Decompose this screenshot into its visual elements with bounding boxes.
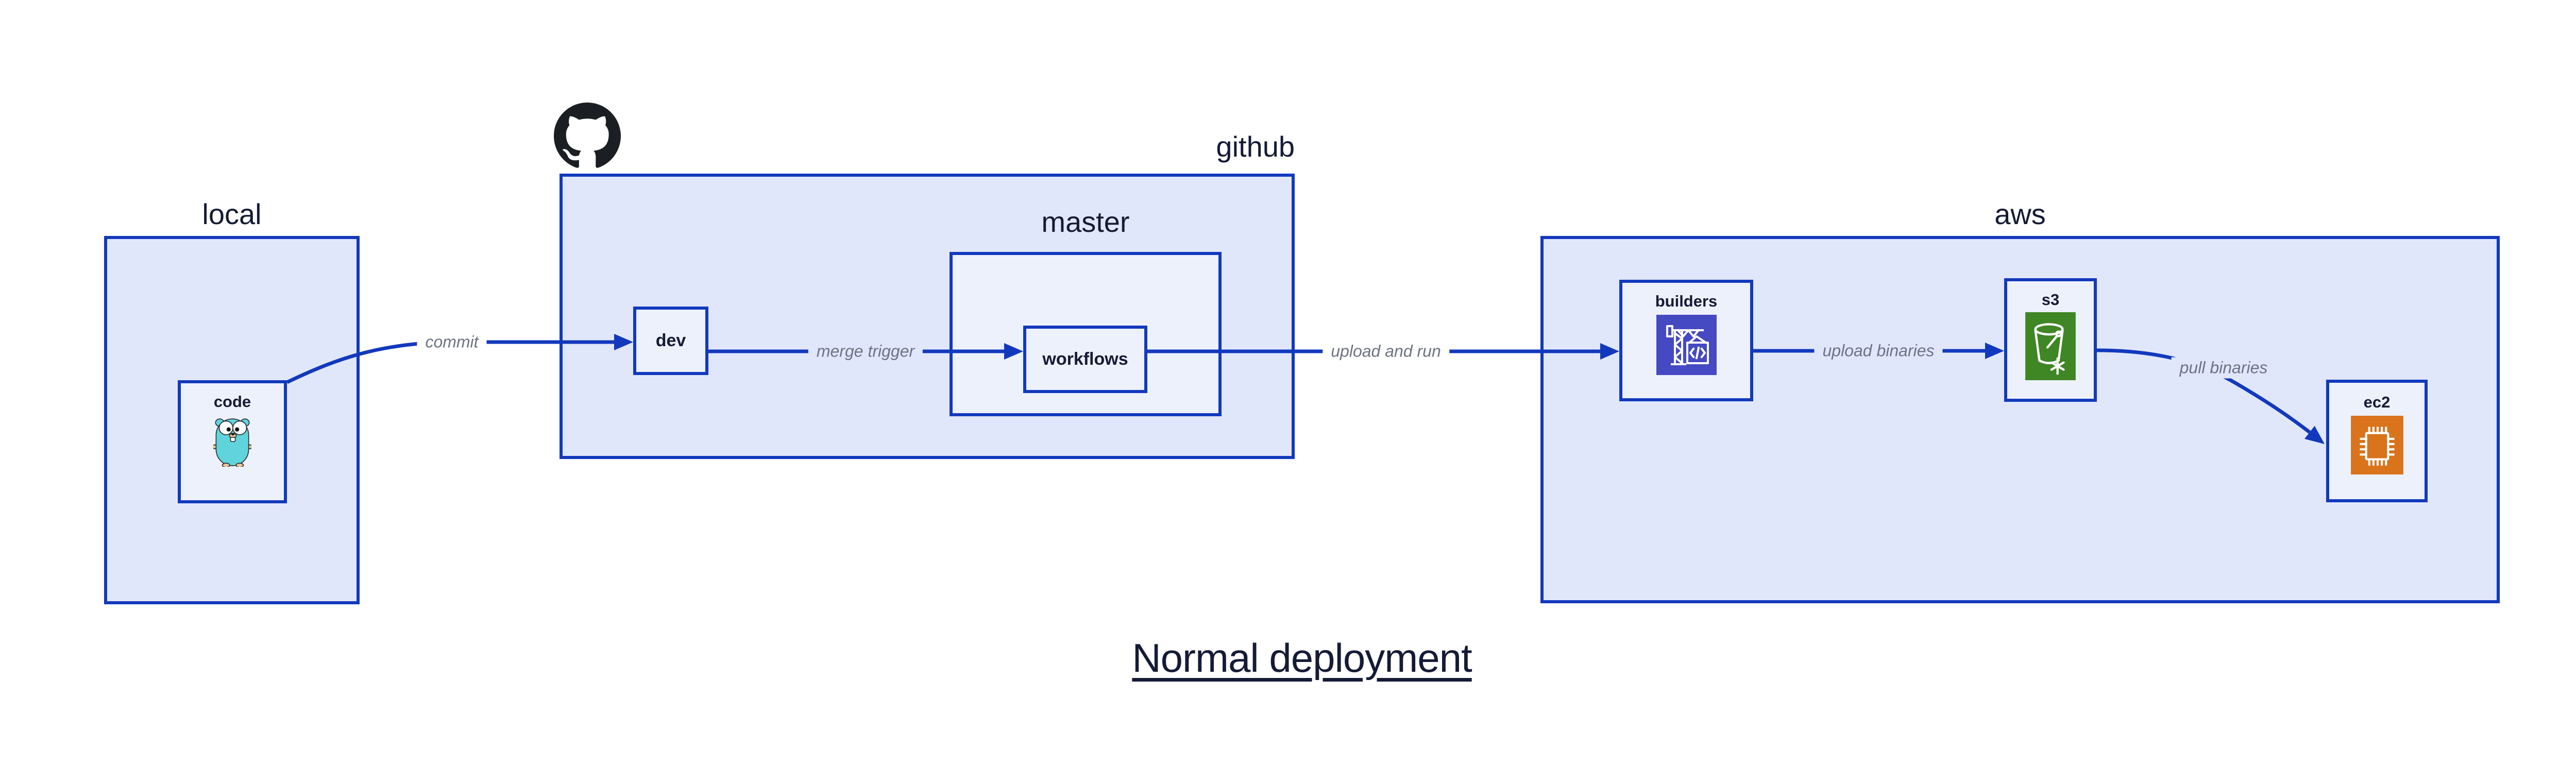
- merge-trigger-edge-label: merge trigger: [808, 341, 923, 362]
- github-octocat-icon: [554, 103, 621, 168]
- s3-label: s3: [2041, 291, 2060, 309]
- node-workflows: workflows: [1023, 326, 1147, 393]
- github-group-label: github: [1216, 130, 1295, 163]
- upload-binaries-edge-label: upload binaries: [1814, 340, 1943, 362]
- node-code: code: [178, 380, 287, 503]
- diagram-title-text: Normal deployment: [1132, 635, 1472, 681]
- codebuild-crane-icon: [1656, 315, 1717, 375]
- workflows-label: workflows: [1042, 349, 1128, 369]
- ec2-chip-icon: [2350, 416, 2403, 474]
- node-ec2: ec2: [2326, 380, 2428, 502]
- aws-group-label: aws: [1994, 198, 2046, 230]
- builders-label: builders: [1655, 292, 1718, 310]
- go-gopher-icon: [213, 418, 251, 467]
- local-group-label: local: [202, 198, 262, 230]
- upload-and-run-edge-label: upload and run: [1323, 341, 1449, 362]
- master-group-label: master: [1041, 206, 1130, 238]
- node-s3: s3: [2004, 278, 2097, 402]
- code-label: code: [213, 393, 251, 411]
- node-builders: builders: [1619, 280, 1753, 401]
- dev-label: dev: [655, 331, 686, 350]
- pull-binaries-edge-label: pull binaries: [2171, 357, 2276, 379]
- ec2-label: ec2: [2363, 393, 2391, 411]
- diagram-title: Normal deployment: [0, 635, 2576, 682]
- s3-glacier-bucket-icon: [2025, 312, 2076, 380]
- commit-edge-label: commit: [417, 331, 487, 353]
- node-dev: dev: [633, 307, 708, 375]
